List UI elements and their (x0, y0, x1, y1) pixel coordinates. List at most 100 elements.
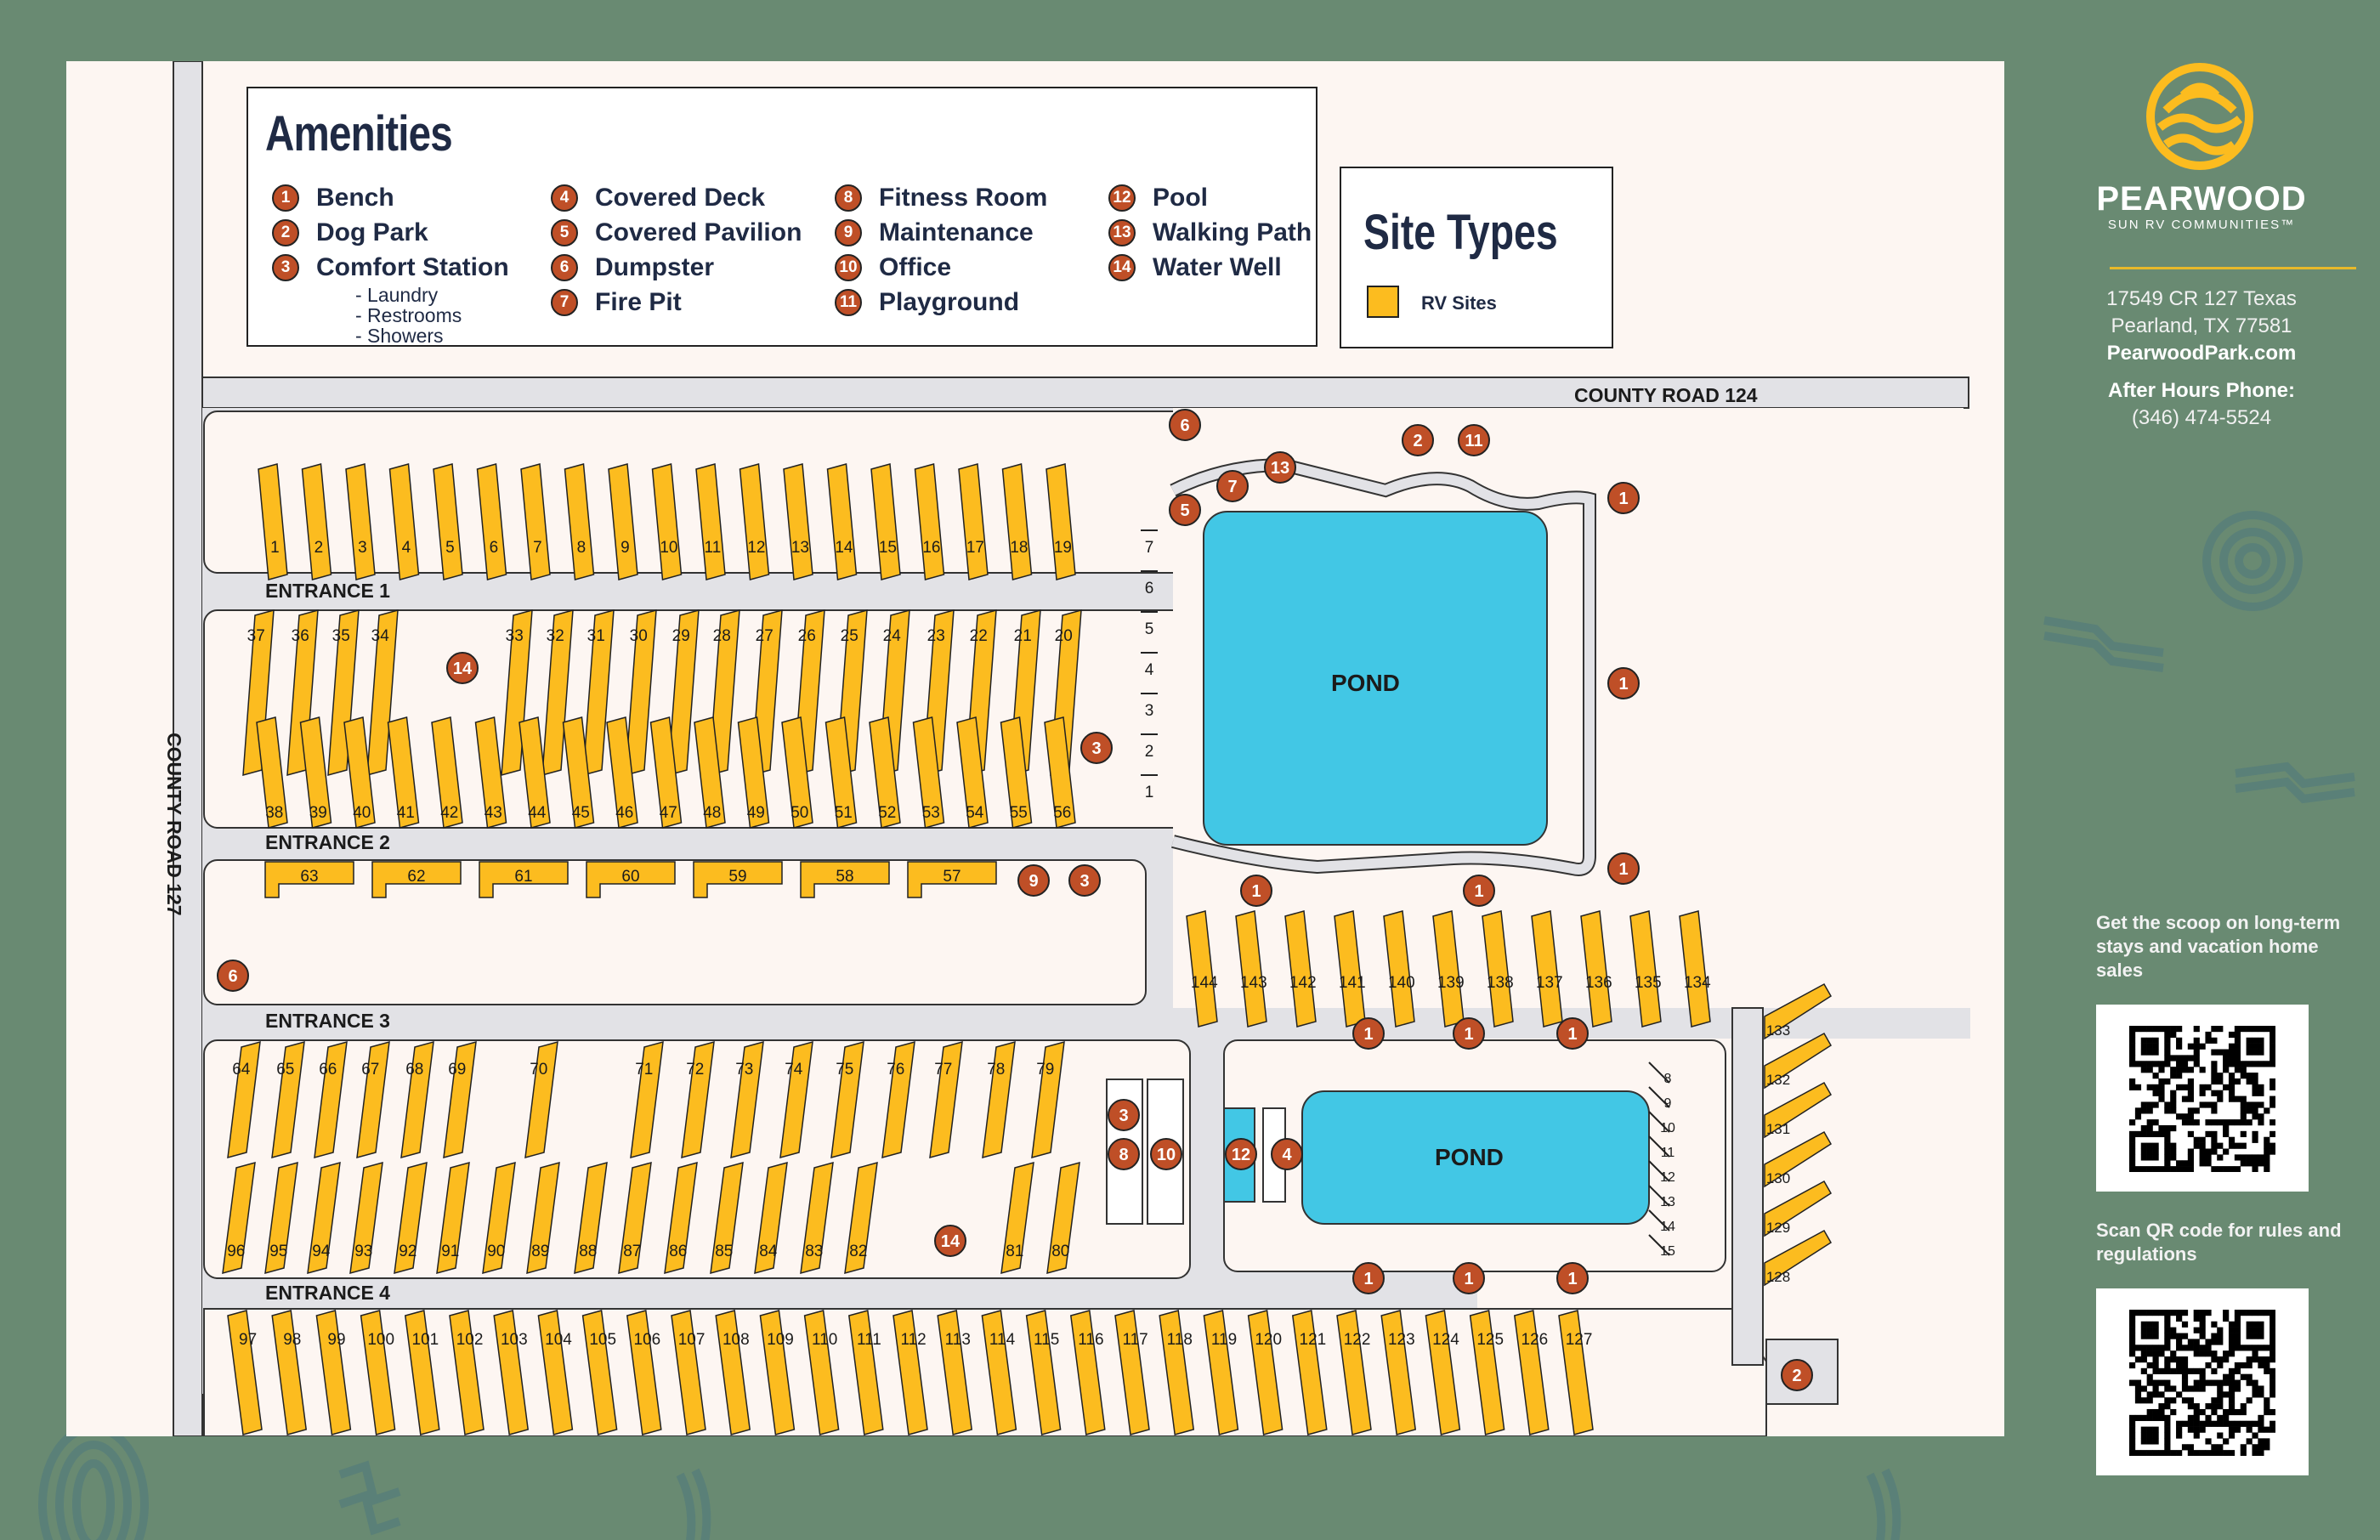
rv-site[interactable]: 121 (1291, 1310, 1328, 1435)
rv-site[interactable]: 117 (1114, 1310, 1150, 1435)
rv-site[interactable]: 97 (227, 1310, 263, 1435)
amenity-marker[interactable]: 3 (1080, 732, 1113, 764)
rv-site[interactable]: 5 (433, 463, 463, 580)
amenity-marker[interactable]: 1 (1556, 1262, 1589, 1294)
rv-site[interactable]: 96 (222, 1161, 256, 1275)
amenity-marker[interactable]: 1 (1556, 1017, 1589, 1050)
rv-site[interactable]: 106 (626, 1310, 662, 1435)
rv-site[interactable]: 124 (1425, 1310, 1461, 1435)
amenity-marker[interactable]: 4 (1271, 1138, 1303, 1170)
rv-site[interactable]: 64 (227, 1040, 261, 1159)
rv-site[interactable]: 83 (800, 1161, 834, 1275)
rv-site[interactable]: 6 (476, 463, 507, 580)
rv-site[interactable]: 72 (681, 1040, 715, 1159)
rv-site[interactable]: 40 (343, 716, 376, 829)
rv-site[interactable]: 18 (1001, 463, 1033, 580)
rv-site[interactable]: 12 (739, 463, 770, 580)
amenity-marker[interactable]: 1 (1453, 1017, 1485, 1050)
rv-site[interactable]: 76 (881, 1040, 915, 1159)
rv-site[interactable]: 130 (1764, 1130, 1833, 1188)
rv-site[interactable]: 105 (581, 1310, 618, 1435)
rv-site[interactable]: 71 (630, 1040, 664, 1159)
amenity-marker[interactable]: 5 (1169, 494, 1201, 526)
rv-site[interactable]: 114 (981, 1310, 1017, 1435)
rv-site[interactable]: 54 (956, 716, 989, 829)
rv-site[interactable]: 144 (1186, 910, 1218, 1028)
rv-site[interactable]: 48 (694, 716, 726, 829)
rv-site[interactable]: 45 (562, 716, 595, 829)
rv-site[interactable]: 61 (479, 861, 569, 898)
rv-site[interactable]: 50 (781, 716, 813, 829)
rv-site[interactable]: 78 (982, 1040, 1016, 1159)
amenity-marker[interactable]: 1 (1607, 482, 1640, 514)
rv-site[interactable]: 128 (1764, 1229, 1833, 1287)
amenity-marker[interactable]: 6 (217, 960, 249, 992)
amenity-marker[interactable]: 7 (1216, 470, 1249, 502)
rv-site[interactable]: 46 (606, 716, 638, 829)
rv-site[interactable]: 33 (501, 609, 533, 777)
rv-site[interactable]: 101 (404, 1310, 440, 1435)
rv-site[interactable]: 69 (443, 1040, 477, 1159)
rv-site[interactable]: 49 (737, 716, 770, 829)
rv-site[interactable]: 57 (907, 861, 997, 898)
rv-site[interactable]: 99 (315, 1310, 352, 1435)
rv-site[interactable]: 41 (387, 716, 420, 829)
rv-site[interactable]: 10 (651, 463, 683, 580)
rv-site[interactable]: 87 (618, 1161, 652, 1275)
rv-site[interactable]: 79 (1031, 1040, 1065, 1159)
rv-site[interactable]: 122 (1336, 1310, 1372, 1435)
rv-site[interactable]: 123 (1380, 1310, 1417, 1435)
rv-site[interactable]: 82 (844, 1161, 878, 1275)
rv-site[interactable]: 70 (524, 1040, 558, 1159)
rv-site[interactable]: 127 (1558, 1310, 1594, 1435)
amenity-marker[interactable]: 8 (1108, 1138, 1140, 1170)
amenity-marker[interactable]: 1 (1453, 1262, 1485, 1294)
rv-site[interactable]: 13 (783, 463, 813, 580)
rv-site[interactable]: 44 (518, 716, 551, 829)
rv-site[interactable]: 75 (830, 1040, 864, 1159)
website-link[interactable]: PearwoodPark.com (2106, 342, 2297, 365)
rv-site[interactable]: 95 (264, 1161, 298, 1275)
rv-site[interactable]: 51 (824, 716, 858, 829)
rv-site[interactable]: 42 (431, 716, 463, 829)
rv-site[interactable]: 66 (314, 1040, 348, 1159)
rv-site[interactable]: 131 (1764, 1081, 1833, 1139)
rv-site[interactable]: 29 (667, 609, 700, 777)
rv-site[interactable]: 129 (1764, 1180, 1833, 1237)
amenity-marker[interactable]: 1 (1463, 875, 1495, 907)
rv-site[interactable]: 73 (730, 1040, 764, 1159)
rv-site[interactable]: 14 (826, 463, 858, 580)
rv-site[interactable]: 140 (1383, 910, 1415, 1028)
rv-site[interactable]: 108 (715, 1310, 751, 1435)
rv-site[interactable]: 62 (371, 861, 462, 898)
rv-site[interactable]: 132 (1764, 1032, 1833, 1090)
amenity-marker[interactable]: 3 (1108, 1099, 1140, 1131)
rv-site[interactable]: 115 (1025, 1310, 1062, 1435)
rv-site[interactable]: 67 (356, 1040, 390, 1159)
amenity-marker[interactable]: 1 (1352, 1017, 1385, 1050)
rv-site[interactable]: 104 (537, 1310, 574, 1435)
amenity-marker[interactable]: 11 (1458, 424, 1490, 456)
rv-site[interactable]: 55 (1000, 716, 1033, 829)
amenity-marker[interactable]: 1 (1607, 852, 1640, 885)
amenity-marker[interactable]: 2 (1781, 1359, 1813, 1391)
rv-site[interactable]: 103 (493, 1310, 530, 1435)
amenity-marker[interactable]: 14 (934, 1225, 966, 1257)
rv-site[interactable]: 52 (869, 716, 901, 829)
amenity-marker[interactable]: 3 (1068, 864, 1101, 897)
rv-site[interactable]: 139 (1432, 910, 1465, 1028)
amenity-marker[interactable]: 1 (1607, 667, 1640, 699)
amenity-marker[interactable]: 14 (446, 652, 479, 684)
rv-site[interactable]: 94 (307, 1161, 341, 1275)
amenity-marker[interactable]: 9 (1017, 864, 1050, 897)
rv-site[interactable]: 65 (271, 1040, 305, 1159)
rv-site[interactable]: 89 (526, 1161, 560, 1275)
rv-site[interactable]: 85 (710, 1161, 744, 1275)
rv-site[interactable]: 56 (1044, 716, 1076, 829)
rv-site[interactable]: 30 (625, 609, 657, 777)
rv-site[interactable]: 53 (912, 716, 945, 829)
rv-site[interactable]: 32 (541, 609, 574, 777)
rv-site[interactable]: 111 (847, 1310, 884, 1435)
amenity-marker[interactable]: 13 (1264, 451, 1296, 484)
rv-site[interactable]: 77 (929, 1040, 963, 1159)
